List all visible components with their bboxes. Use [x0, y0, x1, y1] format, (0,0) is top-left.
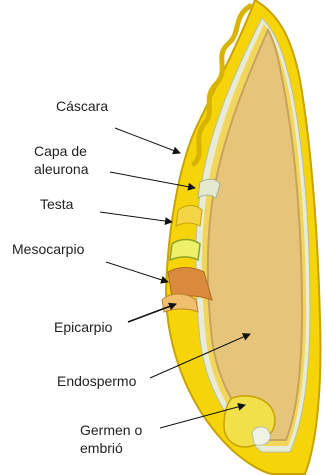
label-capa-de-aleurona: Capa de aleurona: [34, 142, 89, 178]
germ-tip: [252, 427, 270, 445]
label-cascara: Cáscara: [56, 97, 108, 115]
label-mesocarpio: Mesocarpio: [12, 240, 84, 258]
label-capa-line1: Capa de: [34, 142, 89, 160]
label-germen-line2: embrió: [80, 439, 142, 457]
green-layer-cut: [170, 240, 200, 261]
label-endospermo: Endospermo: [57, 372, 136, 390]
label-testa: Testa: [40, 195, 73, 213]
aleurone-cut: [198, 179, 220, 198]
label-germen-o-embrio: Germen o embrió: [80, 421, 142, 457]
label-epicarpio: Epicarpio: [54, 318, 112, 336]
label-capa-line2: aleurona: [34, 160, 89, 178]
label-germen-line1: Germen o: [80, 421, 142, 439]
testa-cut: [176, 206, 202, 227]
arrow-cascara: [115, 128, 180, 153]
arrow-mesocarpio: [106, 262, 168, 282]
arrow-testa: [100, 212, 172, 222]
